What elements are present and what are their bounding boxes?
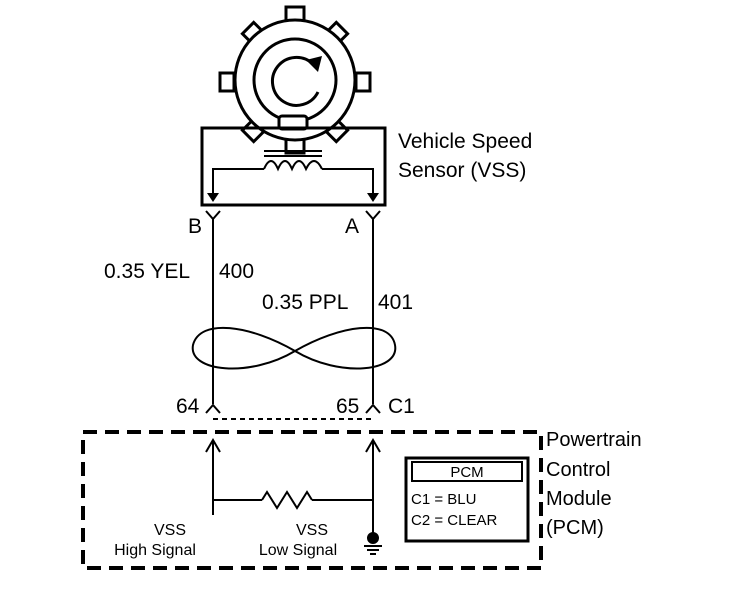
pcm-name-line1: Powertrain: [546, 429, 642, 451]
sensor-name-line2: Sensor (VSS): [398, 159, 526, 182]
connector-pin-right: 65: [336, 395, 359, 418]
pcm-name-line2: Control: [546, 459, 610, 481]
legend-row-c2: C2 = CLEAR: [411, 512, 497, 529]
sensor-name-line1: Vehicle Speed: [398, 130, 532, 153]
pcm-connector-c1: [205, 403, 381, 420]
left-wire-circuit: 400: [219, 260, 254, 283]
connector-id: C1: [388, 395, 415, 418]
low-signal-label-line1: VSS: [296, 522, 328, 539]
legend-title: PCM: [450, 464, 483, 481]
high-signal-label-line1: VSS: [154, 522, 186, 539]
pcm-boundary: [81, 430, 543, 570]
reluctor-wheel-icon: [218, 5, 372, 155]
high-signal-label-line2: High Signal: [114, 542, 196, 559]
pcm-connector-legend: PCM C1 = BLU C2 = CLEAR: [404, 456, 530, 543]
terminal-b-label: B: [188, 215, 202, 238]
vss-sensor-body: [200, 114, 387, 207]
pcm-internal-circuit: [205, 438, 381, 535]
terminal-a-label: A: [345, 215, 359, 238]
right-wire-gauge-color: 0.35 PPL: [262, 291, 348, 314]
twisted-pair-wires: [191, 219, 397, 404]
low-signal-label-line2: Low Signal: [259, 542, 337, 559]
pcm-name-line4: (PCM): [546, 517, 604, 539]
legend-row-c1: C1 = BLU: [411, 491, 476, 508]
ground-icon: [364, 532, 382, 555]
left-wire-gauge-color: 0.35 YEL: [104, 260, 190, 283]
pcm-name-line3: Module: [546, 488, 612, 510]
right-wire-circuit: 401: [378, 291, 413, 314]
connector-pin-left: 64: [176, 395, 200, 418]
